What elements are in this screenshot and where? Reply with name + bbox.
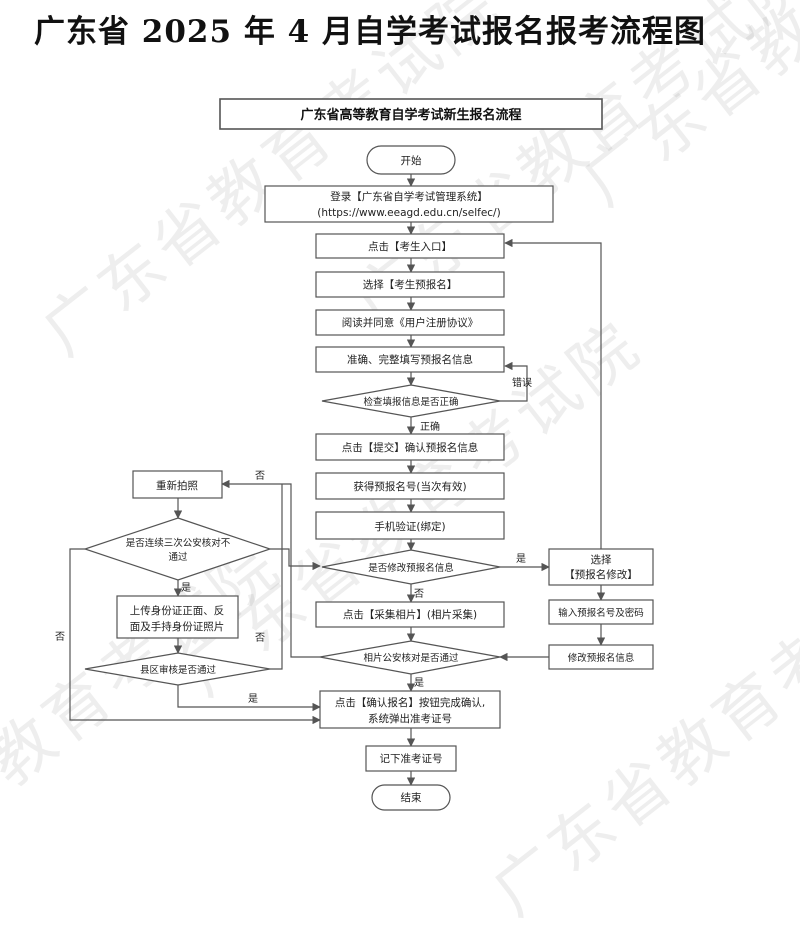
node-read-agree: 阅读并同意《用户注册协议》: [315, 309, 505, 336]
node-retake: 重新拍照: [132, 470, 223, 499]
node-three-times-line2: 通过: [168, 551, 188, 563]
edge-loop-to-entry: [504, 238, 602, 549]
node-confirm-line2: 系统弹出准考证号: [368, 712, 452, 725]
label-county-yes: 是: [248, 693, 258, 705]
node-upload: 上传身份证正面、反 面及手持身份证照片: [116, 595, 239, 639]
node-collect-photo-text: 点击【采集相片】(相片采集): [343, 608, 477, 621]
node-check-info-text: 检查填报信息是否正确: [363, 396, 458, 408]
flowchart: 广东省高等教育自学考试新生报名流程: [55, 98, 654, 811]
node-phone-verify: 手机验证(绑定): [315, 511, 505, 540]
label-three-yes: 是: [181, 582, 191, 594]
node-click-entry-text: 点击【考生入口】: [368, 240, 452, 253]
node-end-text: 结束: [401, 791, 422, 804]
node-three-times: 是否连续三次公安核对不 通过: [83, 517, 272, 581]
node-select-modify: 选择 【预报名修改】: [548, 548, 654, 586]
node-three-times-line1: 是否连续三次公安核对不: [126, 537, 231, 549]
node-get-number: 获得预报名号(当次有效): [315, 472, 505, 500]
node-photo-check: 相片公安核对是否通过: [319, 640, 501, 675]
node-select-prereg-text: 选择【考生预报名】: [363, 278, 458, 291]
label-photo-no: 否: [255, 470, 265, 482]
flowchart-header: 广东省高等教育自学考试新生报名流程: [219, 98, 603, 130]
node-input-number: 输入预报名号及密码: [548, 599, 654, 625]
node-confirm-line1: 点击【确认报名】按钮完成确认,: [335, 696, 485, 709]
flowchart-header-text: 广东省高等教育自学考试新生报名流程: [300, 107, 521, 123]
node-login-line1: 登录【广东省自学考试管理系统】: [330, 190, 488, 203]
node-select-modify-line2: 【预报名修改】: [564, 568, 638, 581]
node-modify-question: 是否修改预报名信息: [321, 549, 501, 585]
edge-three-no-outer: [69, 548, 321, 725]
node-start-text: 开始: [401, 154, 422, 167]
label-three-no: 否: [55, 631, 65, 643]
node-record: 记下准考证号: [365, 745, 457, 772]
edge-check-error: [500, 361, 528, 402]
edges: [69, 174, 606, 786]
node-fill-info-text: 准确、完整填写预报名信息: [347, 353, 473, 366]
node-upload-line2: 面及手持身份证照片: [130, 620, 225, 633]
node-collect-photo: 点击【采集相片】(相片采集): [315, 601, 505, 628]
node-login-line2: (https://www.eeagd.edu.cn/selfec/): [317, 207, 500, 219]
edge-photocheck-no: [221, 479, 320, 658]
node-submit: 点击【提交】确认预报名信息: [315, 433, 505, 461]
edge-three-no: [270, 548, 321, 571]
node-check-info: 检查填报信息是否正确: [321, 384, 501, 418]
label-county-no: 否: [255, 632, 265, 644]
node-click-entry: 点击【考生入口】: [315, 233, 505, 259]
node-end: 结束: [371, 784, 451, 811]
node-login: 登录【广东省自学考试管理系统】 (https://www.eeagd.edu.c…: [264, 185, 554, 223]
label-modify-no: 否: [414, 588, 424, 600]
node-photo-check-text: 相片公安核对是否通过: [363, 652, 459, 664]
node-select-prereg: 选择【考生预报名】: [315, 271, 505, 298]
node-modify-info-text: 修改预报名信息: [568, 652, 635, 664]
label-photo-yes: 是: [414, 677, 424, 689]
node-confirm: 点击【确认报名】按钮完成确认, 系统弹出准考证号: [319, 690, 501, 729]
node-fill-info: 准确、完整填写预报名信息: [315, 346, 505, 373]
edge-county-yes: [177, 685, 321, 712]
edge-county-no: [270, 484, 283, 670]
node-county-review-text: 县区审核是否通过: [140, 664, 217, 676]
node-modify-info: 修改预报名信息: [548, 644, 654, 670]
node-read-agree-text: 阅读并同意《用户注册协议》: [342, 316, 479, 329]
node-county-review: 县区审核是否通过: [84, 652, 271, 686]
node-record-text: 记下准考证号: [380, 753, 443, 765]
edge-labels: 错误 正确 是 否 是 否 是 否 是 否: [55, 376, 532, 705]
node-modify-question-text: 是否修改预报名信息: [368, 562, 454, 574]
node-get-number-text: 获得预报名号(当次有效): [353, 480, 466, 493]
label-error: 错误: [512, 376, 532, 389]
node-submit-text: 点击【提交】确认预报名信息: [342, 441, 479, 454]
page-title: 广东省 2025 年 4 月自学考试报名报考流程图: [33, 14, 707, 50]
node-retake-text: 重新拍照: [156, 479, 198, 492]
node-select-modify-line1: 选择: [591, 553, 612, 566]
label-correct: 正确: [420, 420, 440, 433]
node-phone-verify-text: 手机验证(绑定): [374, 520, 445, 533]
label-modify-yes: 是: [516, 553, 526, 565]
node-upload-line1: 上传身份证正面、反: [130, 604, 225, 617]
node-input-number-text: 输入预报名号及密码: [558, 607, 644, 619]
node-start: 开始: [366, 145, 456, 175]
